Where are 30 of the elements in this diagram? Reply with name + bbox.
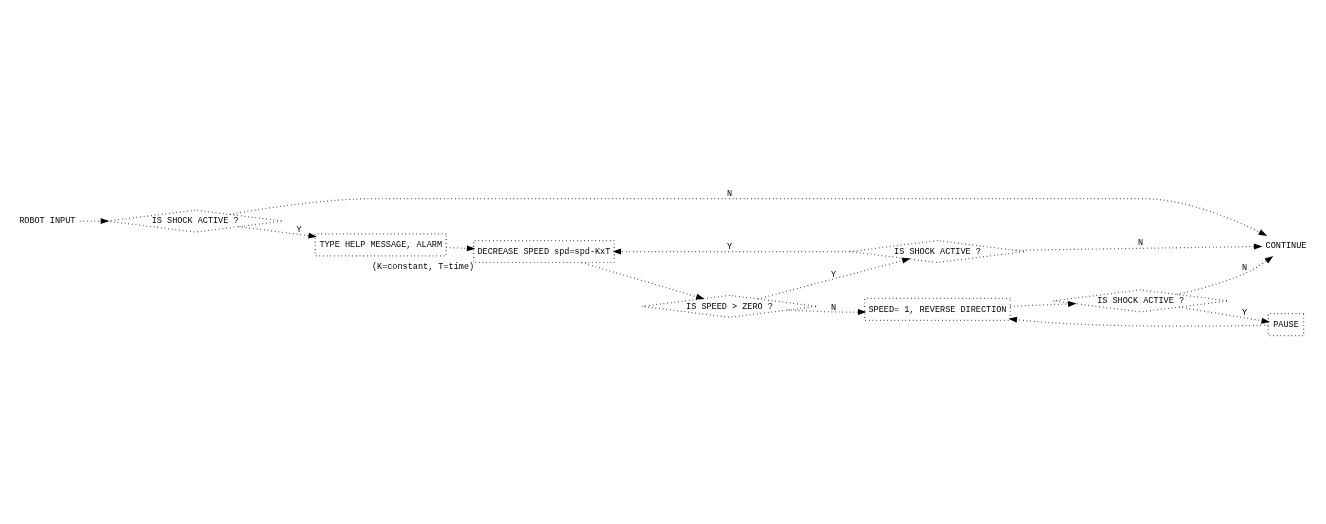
arrow [1008,316,1269,327]
arrow [79,217,110,224]
arrow [1176,255,1274,295]
node-diamond: IS SHOCK ACTIVE ? [106,209,284,233]
arrow [757,257,911,299]
edge-label: N [726,188,733,199]
edge-label: Y [830,269,837,280]
edge-label: Y [1242,307,1248,318]
edge-label: N [1242,262,1248,273]
edge-label: Y [726,241,733,252]
edge-label: N [1138,237,1144,248]
arrow [238,225,317,239]
arrow [229,197,1268,236]
arrow [445,244,476,251]
node-box: TYPE HELP MESSAGE, ALARM [314,232,447,256]
arrow [612,248,851,255]
arrow [1178,305,1270,324]
node-label: (K=constant, T=time) [371,261,475,272]
arrow [581,261,705,300]
arrow [1009,300,1077,307]
node-diamond: IS SHOCK ACTIVE ? [1052,288,1229,312]
node-box: SPEED= 1, REVERSE DIRECTION [864,297,1011,321]
node-text: CONTINUE [1265,240,1307,251]
edge-label: N [830,302,837,312]
edge-label: Y [296,224,302,235]
node-text: ROBOT INPUT [19,215,76,226]
node-box: DECREASE SPEED spd=spd-KxT [472,239,615,263]
node-box: PAUSE [1267,312,1305,336]
arrow [1015,243,1263,251]
arrow [787,308,867,315]
